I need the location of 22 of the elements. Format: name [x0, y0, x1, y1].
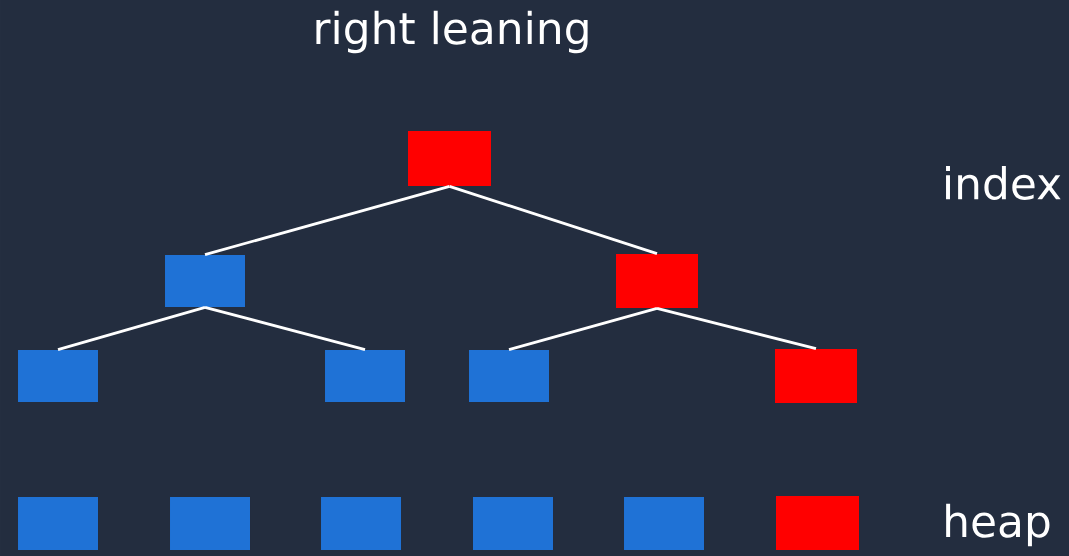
- tree-node-box: [18, 497, 98, 550]
- tree-node-box: [776, 496, 859, 550]
- tree-node-box: [469, 350, 549, 402]
- tree-edge-line: [57, 306, 206, 351]
- tree-node-box: [18, 350, 98, 402]
- tree-edge-line: [508, 307, 658, 351]
- title: right leaning: [316, 10, 588, 54]
- tree-node-box: [408, 131, 491, 186]
- level-label: heap: [946, 503, 1050, 547]
- level-label: index: [946, 166, 1061, 200]
- tree-node-box: [473, 497, 553, 550]
- tree-node-box: [624, 497, 704, 550]
- tree-edge-line: [204, 185, 450, 256]
- tree-node-box: [616, 254, 698, 308]
- tree-edge-line: [449, 185, 658, 255]
- tree-node-box: [165, 255, 245, 307]
- tree-node-box: [170, 497, 250, 550]
- tree-edge-line: [204, 306, 366, 351]
- tree-node-box: [775, 349, 857, 403]
- tree-node-box: [325, 350, 405, 402]
- tree-edge-line: [656, 306, 817, 350]
- tree-node-box: [321, 497, 401, 550]
